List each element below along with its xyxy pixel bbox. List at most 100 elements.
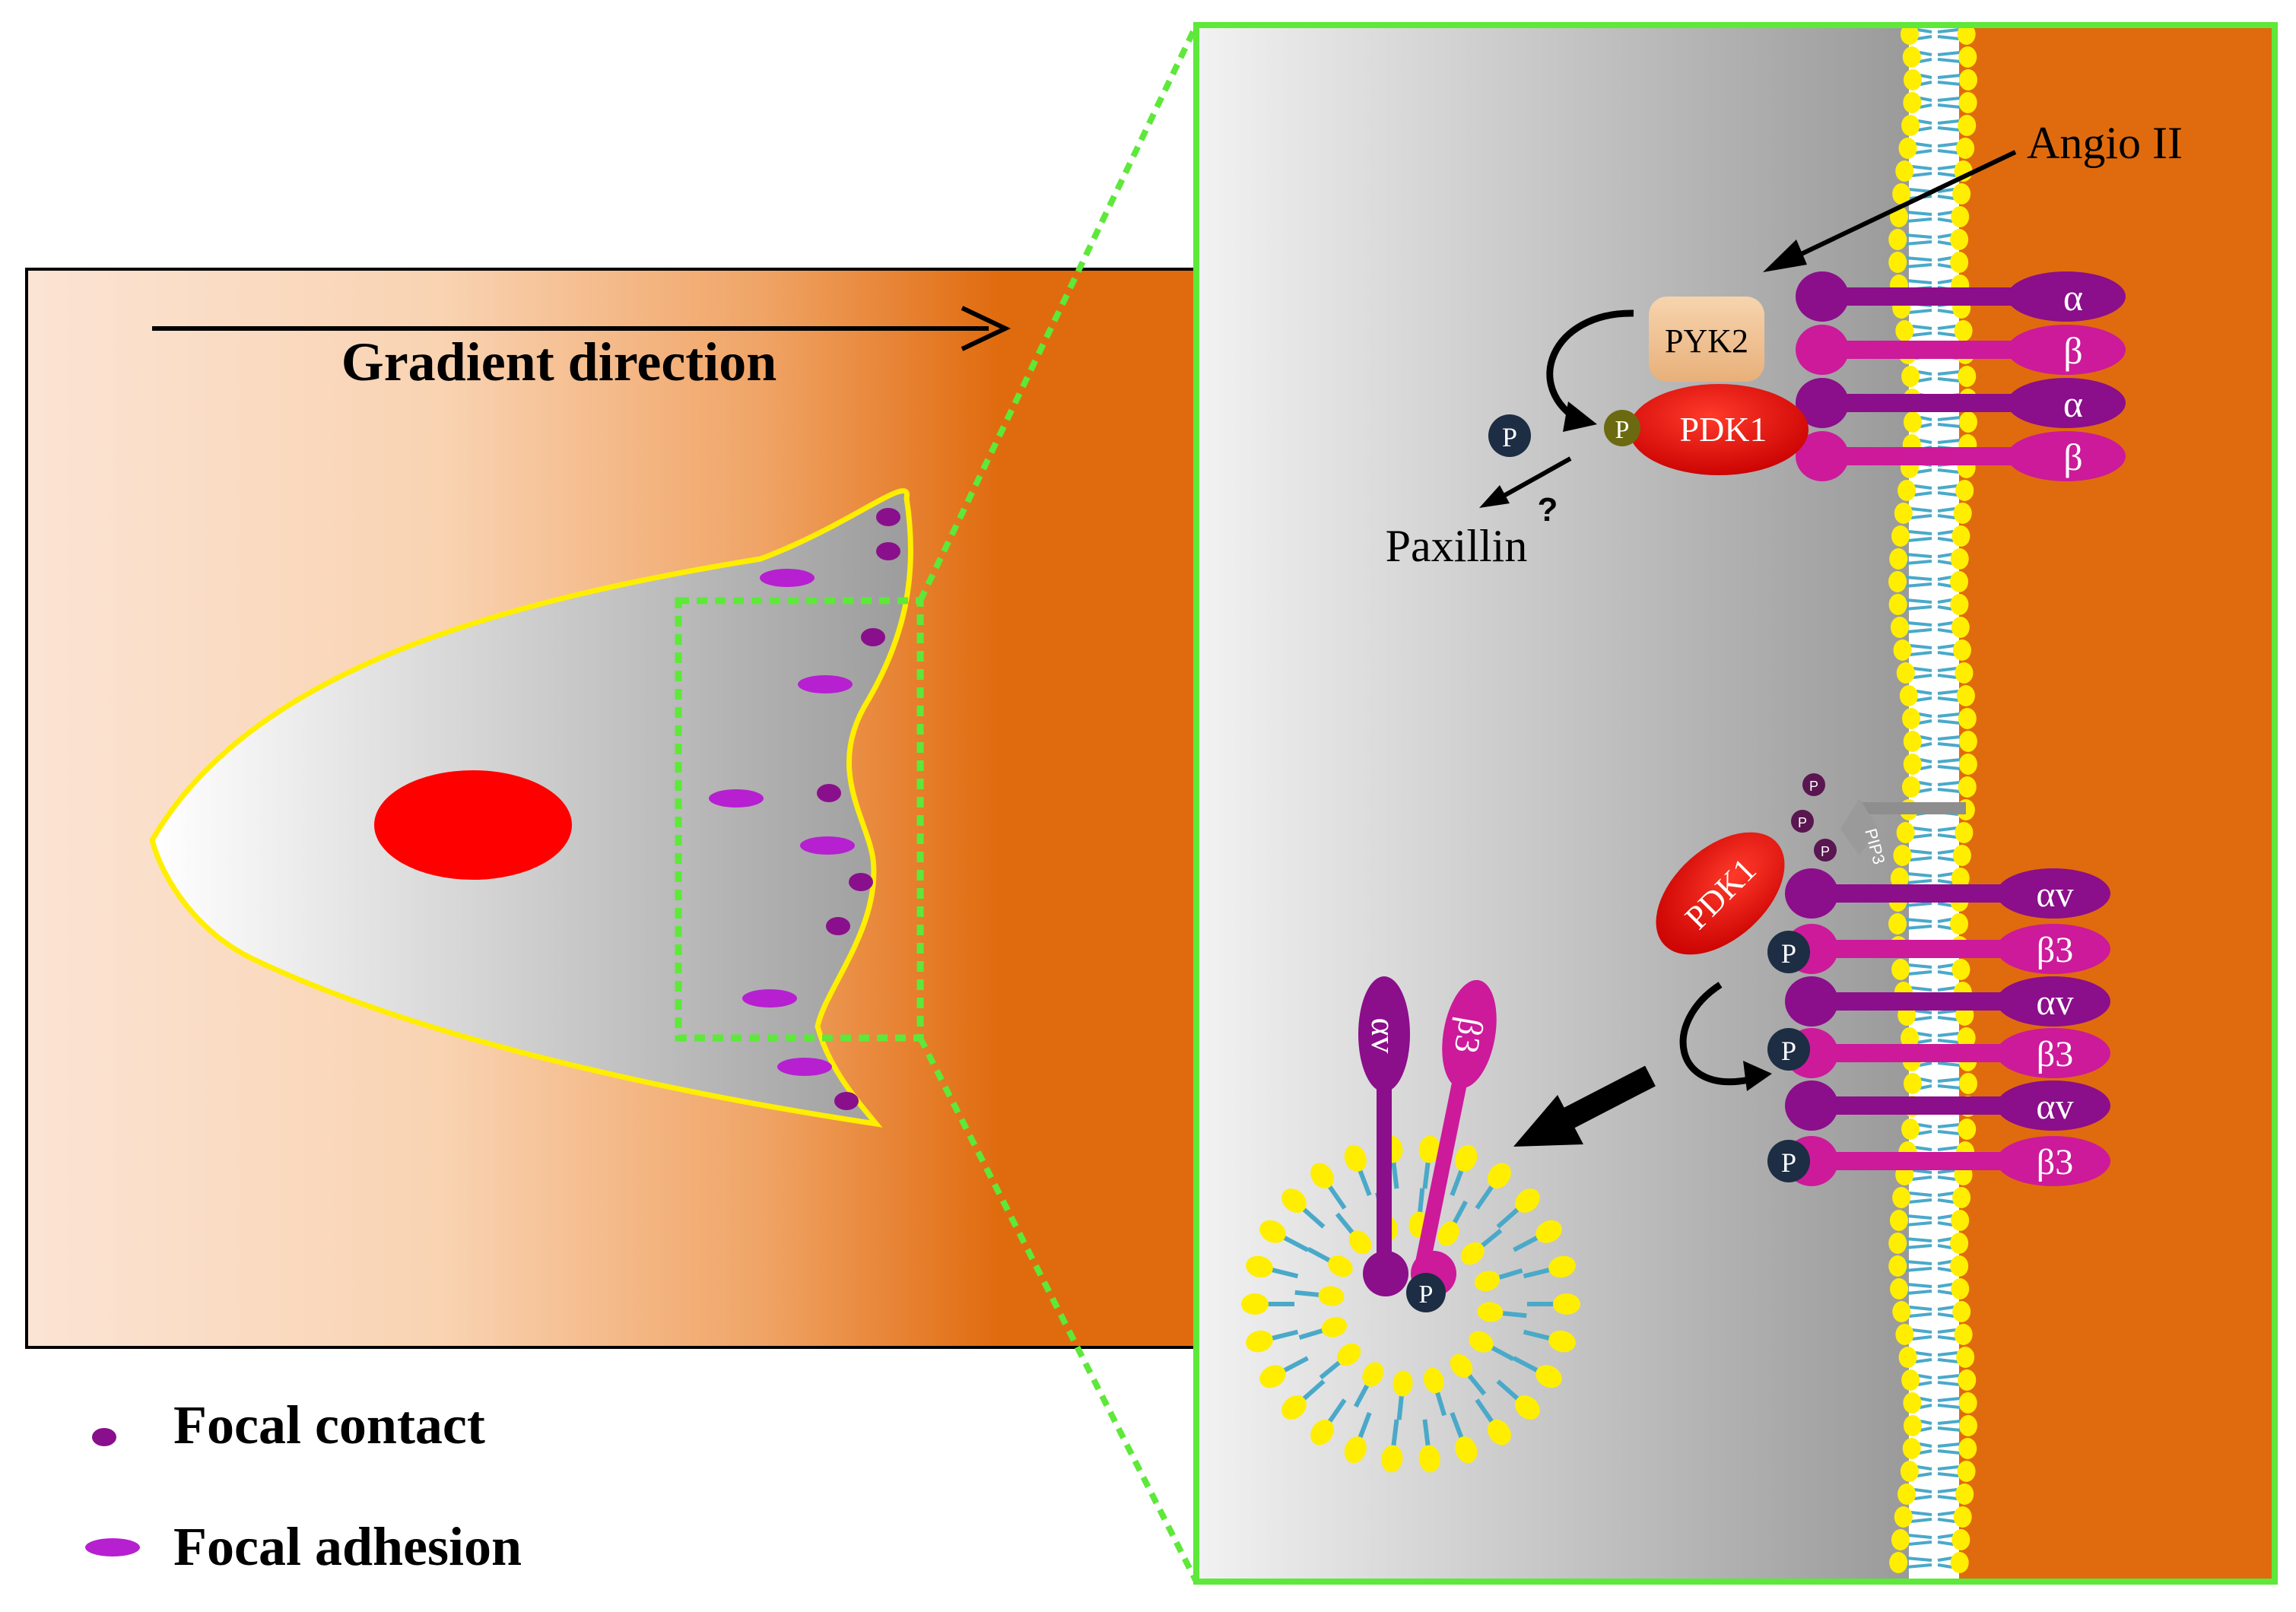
pip3-molecule: PIP3 P P P [1791,773,1966,866]
lipid-tail [1918,788,1932,793]
vesicle-lipid-head [1344,1436,1367,1464]
question-mark: ? [1538,491,1558,528]
lipid-tail [1915,149,1932,154]
lipid-head [1888,252,1907,273]
vesicle-lipid-head [1535,1220,1562,1243]
lipid-tail [1906,1283,1932,1288]
lipid-head [1958,115,1977,136]
endocytosis-arrow-head [1513,1095,1583,1147]
lipid-head [1894,503,1913,524]
pyk2-label: PYK2 [1665,322,1748,360]
lipid-tail [1910,644,1932,649]
phospho-b3-label: P [1781,1147,1796,1178]
lipid-head [1950,229,1969,250]
lipid-head [1958,708,1977,729]
lipid-tail [1937,582,1952,588]
lipid-tail [1904,925,1932,930]
lipid-tail [1937,849,1955,855]
lipid-tail [1937,1328,1956,1334]
vesicle-lipid-tail [1417,1188,1425,1216]
lipid-tail [1937,628,1954,633]
lipid-tail [1937,217,1953,223]
vesicle-lipid-tail [1325,1398,1347,1426]
lipid-tail [1907,1534,1932,1539]
lipid-head [1958,754,1977,775]
lipid-tail [1905,256,1932,262]
lipid-head [1903,1073,1922,1094]
lipid-tail [1937,742,1961,747]
integrin-alpha-label: α [2063,276,2083,319]
lipid-head [1951,868,1970,889]
lipid-head [1950,252,1969,273]
vesicle-lipid-tail [1523,1266,1554,1279]
lipid-head [1893,845,1912,866]
integrin-av-label: αv [2036,1087,2073,1127]
integrin-b3-label: β3 [2037,1034,2073,1074]
lipid-tail [1937,1084,1961,1090]
vesicle-lipid-head [1318,1286,1345,1306]
lipid-tail [1937,1381,1960,1386]
vesicle-lipid-head [1381,1445,1403,1473]
lipid-tail [1905,598,1932,604]
lipid-tail [1937,712,1961,718]
lipid-tail [1937,1221,1953,1226]
internalized-b3-stalk [1415,1078,1468,1268]
lipid-tail [1937,1267,1952,1272]
focal-adhesion [760,569,815,587]
vesicle-lipid-tail [1335,1212,1357,1237]
vesicle-lipid-head [1423,1367,1444,1394]
lipid-head [1950,1255,1969,1277]
lipid-head [1891,959,1910,980]
vesicle-lipid-head [1328,1255,1353,1277]
vesicle-lipid-head [1310,1419,1334,1445]
lipid-tail [1915,1358,1932,1363]
lipid-tail [1937,781,1960,786]
integrin-av-head [1785,868,1838,919]
lipid-tail [1908,1198,1932,1204]
lipid-head [1890,1278,1909,1299]
lipid-tail [1937,1283,1953,1288]
gradient-arrow-head [961,306,1011,351]
vesicle-lipid-head [1515,1188,1540,1213]
lipid-head [1954,320,1973,341]
lipid-tail [1937,827,1957,832]
vesicle-lipid-head [1393,1370,1413,1397]
lipid-tail [1937,423,1961,428]
lipid-tail [1917,35,1932,40]
lipid-tail [1937,188,1955,193]
vesicle-lipid-tail [1496,1204,1523,1229]
lipid-head [1902,1438,1921,1459]
lipid-head [1955,1483,1974,1505]
vesicle-lipid-tail [1450,1166,1466,1197]
lipid-tail [1919,51,1932,56]
lipid-tail [1937,233,1952,239]
vesicle-lipid-tail [1390,1158,1399,1189]
lipid-tail [1937,970,1954,976]
lipid-tail [1920,758,1932,763]
lipid-tail [1937,1077,1961,1083]
lipid-head [1903,411,1922,433]
integrin-b3-label: β3 [2037,930,2073,970]
lipid-head [1951,206,1970,227]
internalized-integrin: αv β3 P [1358,976,1497,1312]
angio-ii-label: Angio II [2027,118,2183,168]
lipid-head [1890,617,1909,638]
lipid-tail [1917,1032,1932,1037]
lipid-head [1956,685,1975,706]
focal-adhesion [800,836,855,855]
lipid-head [1901,366,1920,387]
lipid-tail [1937,758,1961,763]
phospho-b3-label: P [1781,1036,1796,1066]
lipid-tail [1919,1061,1932,1067]
lipid-tail [1937,856,1955,862]
lipid-tail [1937,28,1959,33]
vesicle-lipid-tail [1496,1379,1523,1404]
lipid-head [1957,25,1976,45]
lipid-tail [1937,1374,1960,1379]
pyk2-box [1649,297,1764,382]
lipid-tail [1937,530,1954,535]
lipid-tail [1917,377,1932,382]
lipid-tail [1937,674,1957,679]
lipid-tail [1937,1404,1961,1409]
